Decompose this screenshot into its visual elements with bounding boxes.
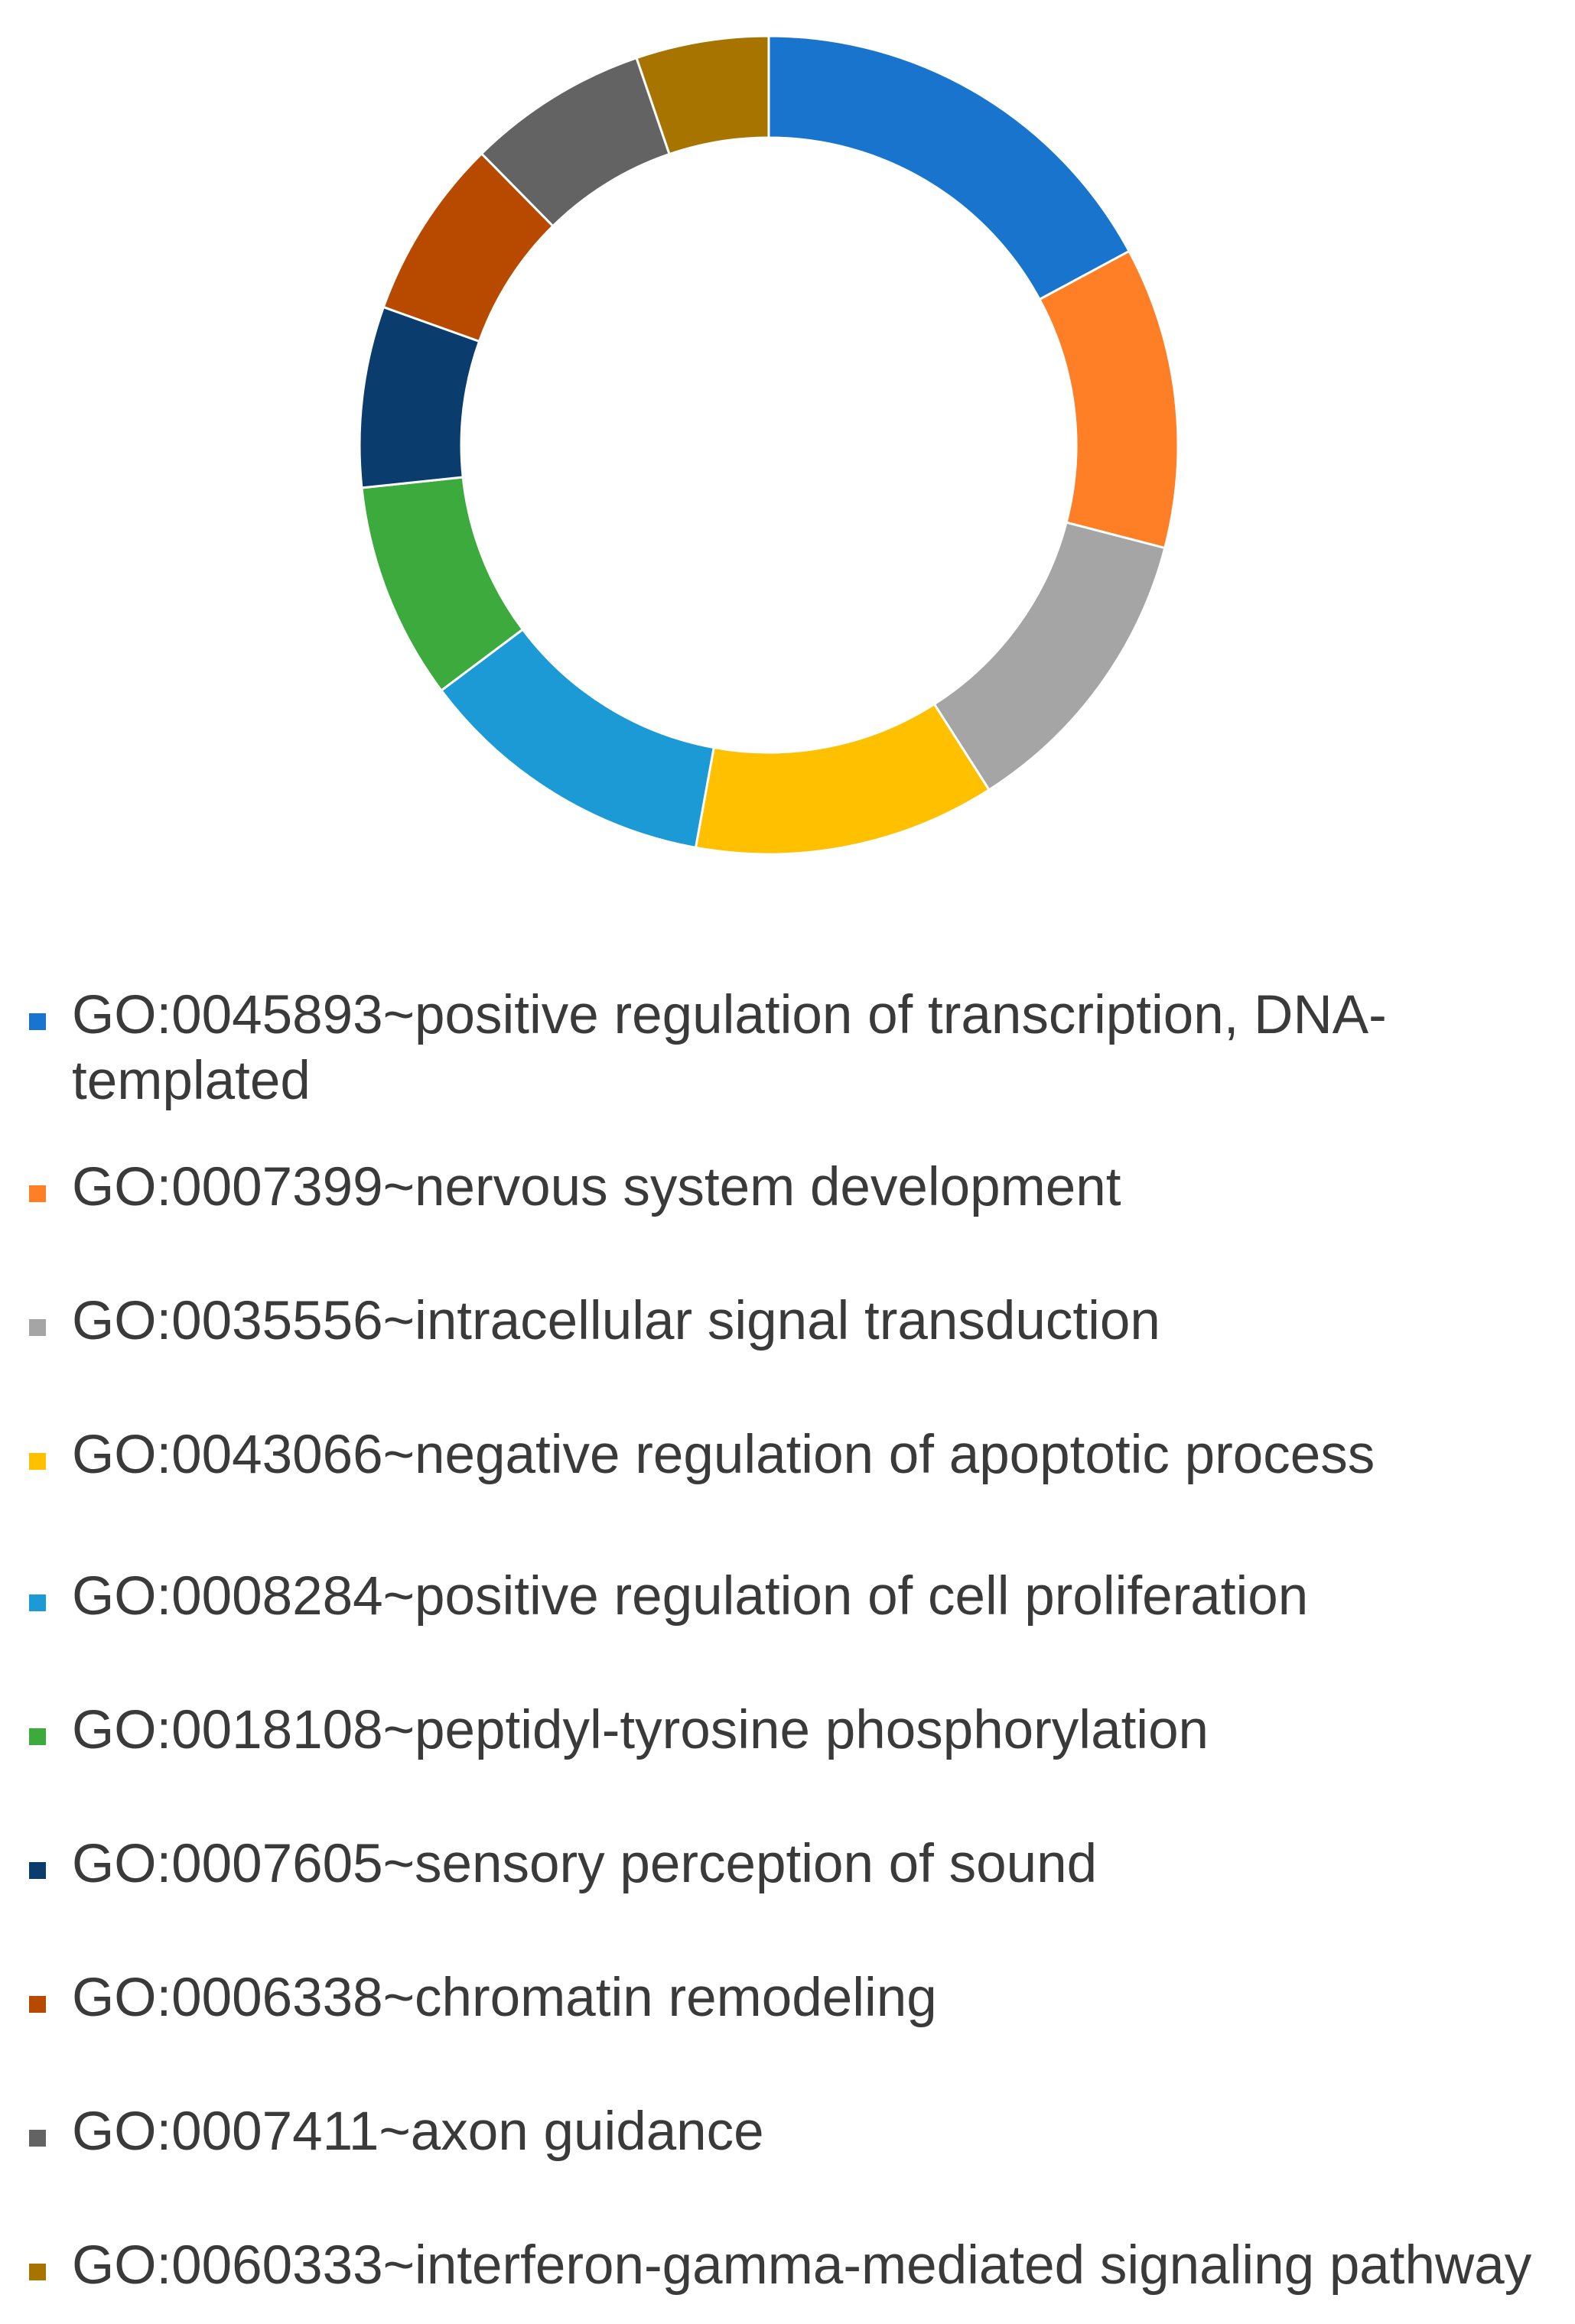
donut-slice-5: [439, 628, 715, 850]
legend-label: GO:0007411~axon guidance: [72, 2101, 764, 2162]
legend-swatch: [29, 1013, 46, 1030]
legend-label: GO:0035556~intracellular signal transduc…: [72, 1291, 1160, 1351]
legend-swatch: [29, 1453, 46, 1470]
legend-swatch: [29, 1996, 46, 2013]
donut-slice-4: [694, 702, 991, 856]
donut-slice-2: [1037, 249, 1180, 550]
legend-swatch: [29, 2264, 46, 2280]
legend-swatch: [29, 1594, 46, 1611]
legend-label: GO:0018108~peptidyl-tyrosine phosphoryla…: [72, 1700, 1209, 1760]
legend-label: GO:0006338~chromatin remodeling: [72, 1968, 937, 2028]
legend-swatch: [29, 1862, 46, 1879]
legend-label: GO:0060333~interferon-gamma-mediated sig…: [72, 2235, 1532, 2296]
legend-label: GO:0043066~negative regulation of apopto…: [72, 1425, 1375, 1485]
legend-label: GO:0007399~nervous system development: [72, 1157, 1121, 1217]
donut-chart: [358, 34, 1180, 856]
donut-slices: [358, 34, 1180, 856]
donut-slice-3: [932, 521, 1167, 791]
legend-swatch: [29, 2130, 46, 2147]
legend-label: GO:0045893~positive regulation of transc…: [72, 985, 1387, 1111]
donut-slice-10: [635, 34, 770, 156]
legend-swatch: [29, 1728, 46, 1745]
legend-label: GO:0008284~positive regulation of cell p…: [72, 1566, 1309, 1627]
legend-swatch: [29, 1185, 46, 1202]
legend-swatch: [29, 1319, 46, 1336]
legend-label: GO:0007605~sensory perception of sound: [72, 1834, 1098, 1894]
donut-slice-1: [767, 34, 1131, 301]
